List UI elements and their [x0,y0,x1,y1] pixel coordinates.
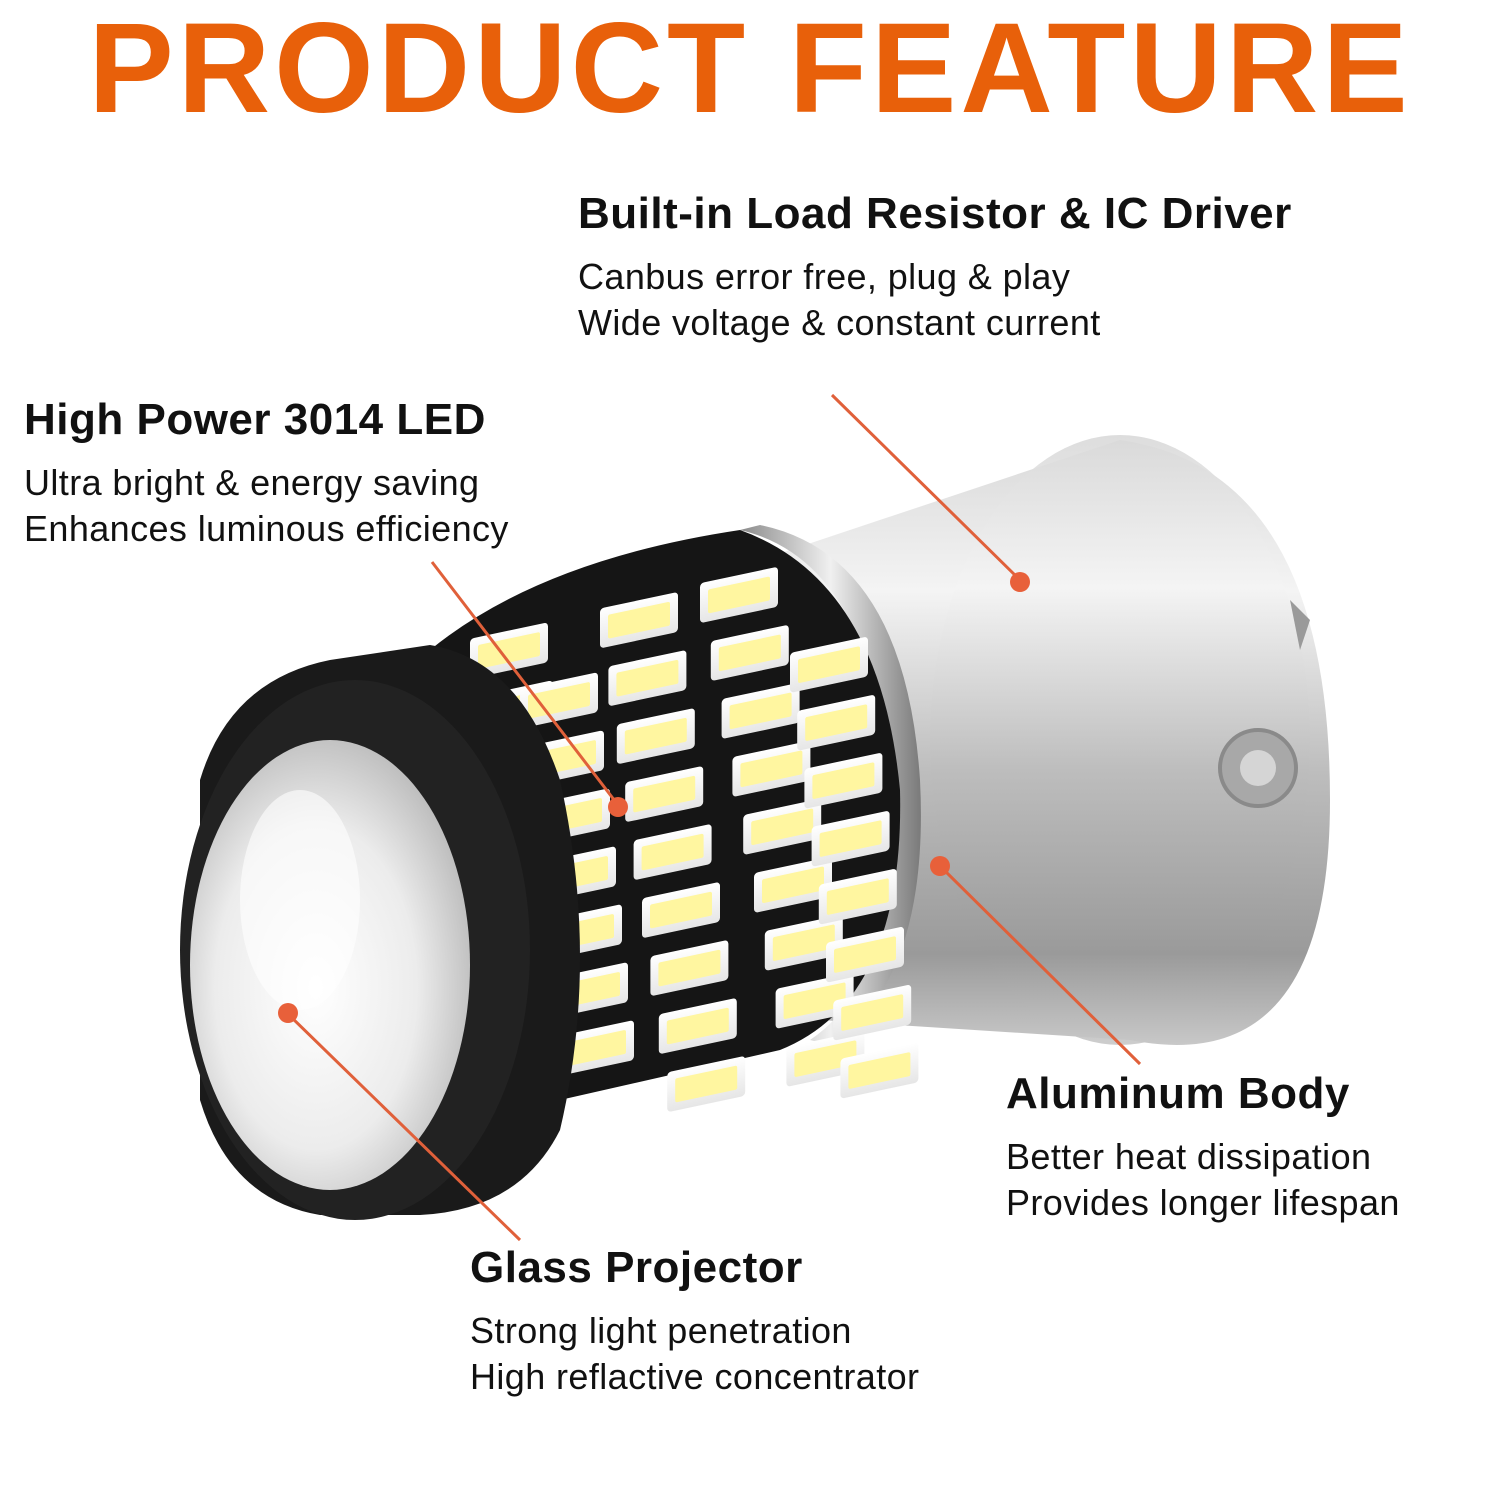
feature-aluminum-body: Aluminum Body Better heat dissipation Pr… [1006,1068,1400,1226]
led-chip-emitter [798,646,860,683]
led-chip-emitter [564,1030,626,1067]
feature-line: Ultra bright & energy saving [24,462,480,503]
led-chip-emitter [762,866,824,903]
led-chip-emitter [718,634,781,672]
led-chip-emitter [819,820,882,857]
led-chip-emitter [751,808,814,846]
callout-lines [278,393,1142,1242]
led-chip-emitter [834,936,896,973]
led-chip-emitter [478,632,540,669]
feature-load-resistor: Built-in Load Resistor & IC Driver Canbu… [578,188,1292,346]
glass-projector-lens [190,740,470,1190]
feature-line: Strong light penetration [470,1310,852,1351]
led-chip-emitter [608,601,670,639]
led-chip-emitter [675,1065,738,1103]
led-chip-emitter [740,750,803,788]
feature-line: High reflactive concentrator [470,1356,920,1397]
feature-line: Enhances luminous efficiency [24,508,509,549]
led-chip-emitter [633,775,696,813]
led-chip-emitter [624,717,687,755]
feature-line: Canbus error free, plug & play [578,256,1071,297]
led-chip-emitter [826,878,889,915]
led-chip-emitter [729,692,792,730]
feature-heading: High Power 3014 LED [24,395,486,444]
led-chip-emitter [650,891,712,929]
feature-glass-projector: Glass Projector Strong light penetration… [470,1242,919,1400]
led-chip-emitter [666,1007,729,1045]
led-chip-emitter [783,982,846,1019]
metal-ring [740,525,921,1045]
led-chip-emitter [805,704,868,741]
led-chip-emitter [848,1052,911,1089]
led-chip-emitter [841,994,904,1031]
led-chip-emitter [708,576,770,614]
led-chip-emitter [772,924,835,961]
led-chip-emitter [658,949,721,987]
feature-line: Provides longer lifespan [1006,1182,1400,1223]
feature-heading: Built-in Load Resistor & IC Driver [578,189,1292,238]
feature-high-power-led: High Power 3014 LED Ultra bright & energ… [24,394,509,552]
led-chip-emitter [616,659,679,697]
page-title: PRODUCT FEATURE [88,0,1412,140]
led-chip-emitter [812,762,875,799]
feature-heading: Glass Projector [470,1243,803,1292]
feature-heading: Aluminum Body [1006,1069,1350,1118]
led-chip-emitter [794,1040,857,1077]
feature-line: Wide voltage & constant current [578,302,1101,343]
led-chip-emitter [641,833,704,871]
feature-line: Better heat dissipation [1006,1136,1372,1177]
